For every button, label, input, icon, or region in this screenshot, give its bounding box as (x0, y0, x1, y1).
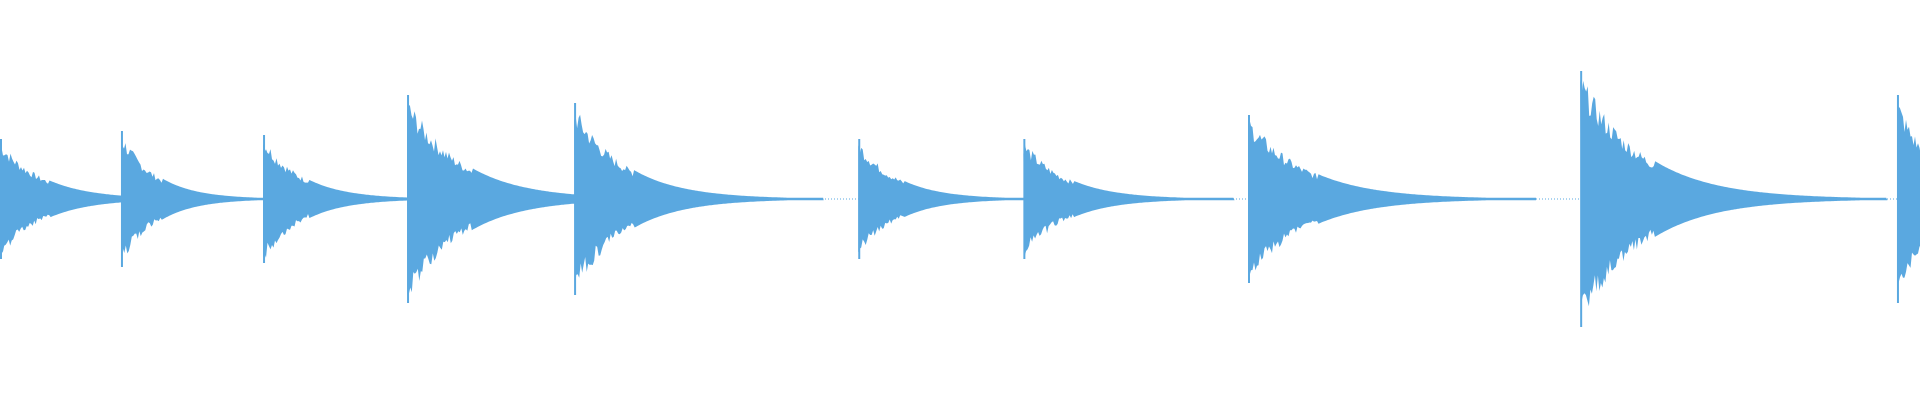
waveform-hit-5 (858, 145, 1051, 253)
waveform-hit-6 (1023, 144, 1235, 257)
waveform-hit-9 (1897, 104, 1920, 284)
waveform-hit-3 (407, 104, 676, 295)
waveform-hit-4 (574, 114, 824, 293)
waveform-hit-8 (1580, 79, 1888, 307)
waveform-hits (0, 71, 1920, 327)
waveform-hit-2 (263, 143, 455, 258)
waveform-hit-1 (121, 140, 294, 255)
waveform-hit-7 (1248, 119, 1536, 281)
waveform-hit-0 (0, 146, 212, 253)
